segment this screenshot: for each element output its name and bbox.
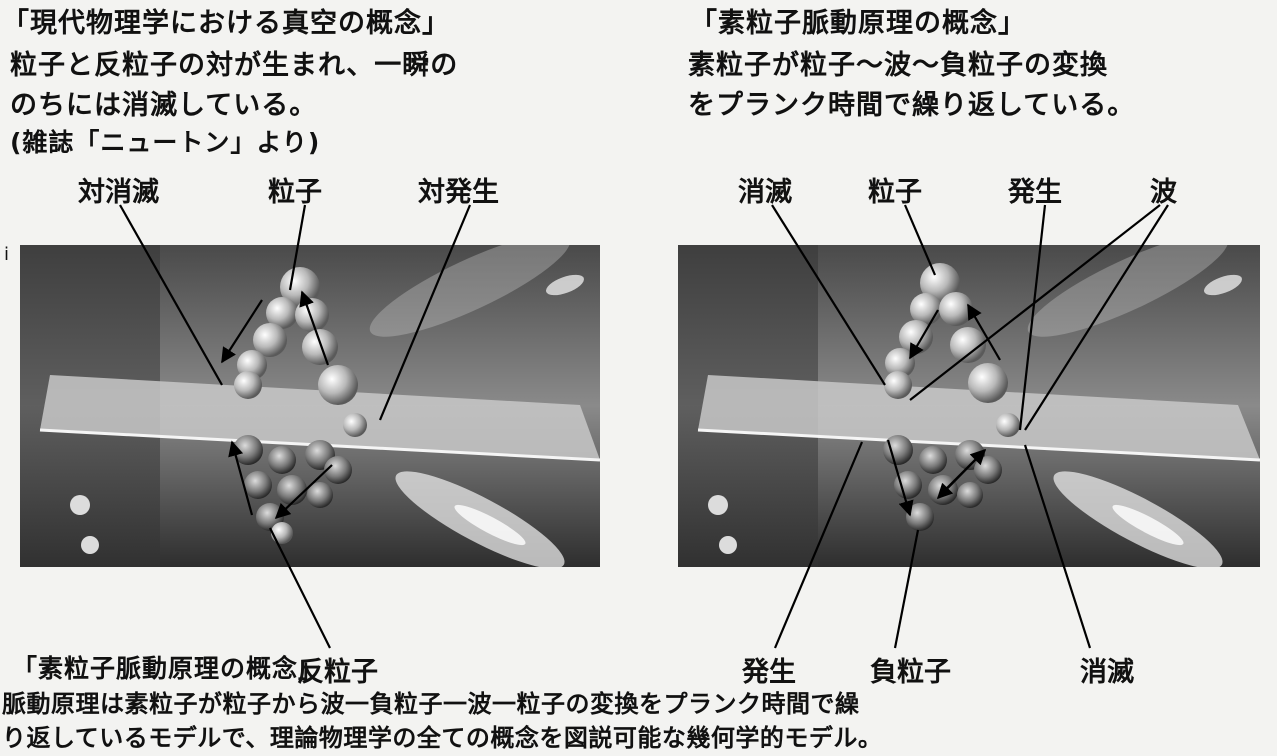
left-caption-line1: 粒子と反粒子の対が生まれ、一瞬の <box>10 50 459 81</box>
label-antiparticle: 反粒子 <box>297 657 378 688</box>
label-negative-particle: 負粒子 <box>870 657 951 688</box>
bottom-caption-title: 「素粒子脈動原理の概念」 <box>12 654 325 683</box>
right-caption-title: 「素粒子脈動原理の概念」 <box>690 8 1026 39</box>
label-annihilation-bottom: 消滅 <box>1080 657 1134 688</box>
bottom-caption-line2: り返しているモデルで、理論物理学の全ての概念を図説可能な幾何学的モデル。 <box>2 724 883 752</box>
panel-marker: i <box>4 244 10 265</box>
left-caption-source: (雑誌「ニュートン」より) <box>10 128 321 157</box>
right-caption-line1: 素粒子が粒子～波～負粒子の変換 <box>688 50 1108 81</box>
right-illustration <box>678 245 1260 567</box>
label-pair-creation: 対発生 <box>418 177 499 208</box>
label-creation-bottom: 発生 <box>742 657 796 688</box>
label-wave: 波 <box>1150 177 1177 208</box>
bottom-caption-line1: 脈動原理は素粒子が粒子から波一負粒子一波一粒子の変換をプランク時間で繰 <box>2 690 860 718</box>
label-creation-top: 発生 <box>1008 177 1062 208</box>
label-annihilation-top: 消滅 <box>738 177 792 208</box>
left-caption-line2: のちには消滅している。 <box>10 90 318 121</box>
left-caption-title: 「現代物理学における真空の概念」 <box>2 8 450 39</box>
label-pair-annihilation: 対消滅 <box>78 177 159 208</box>
label-particle-right: 粒子 <box>868 177 922 208</box>
label-particle-left: 粒子 <box>268 177 322 208</box>
right-caption-line2: をプランク時間で繰り返している。 <box>688 90 1136 121</box>
left-illustration <box>20 245 600 567</box>
